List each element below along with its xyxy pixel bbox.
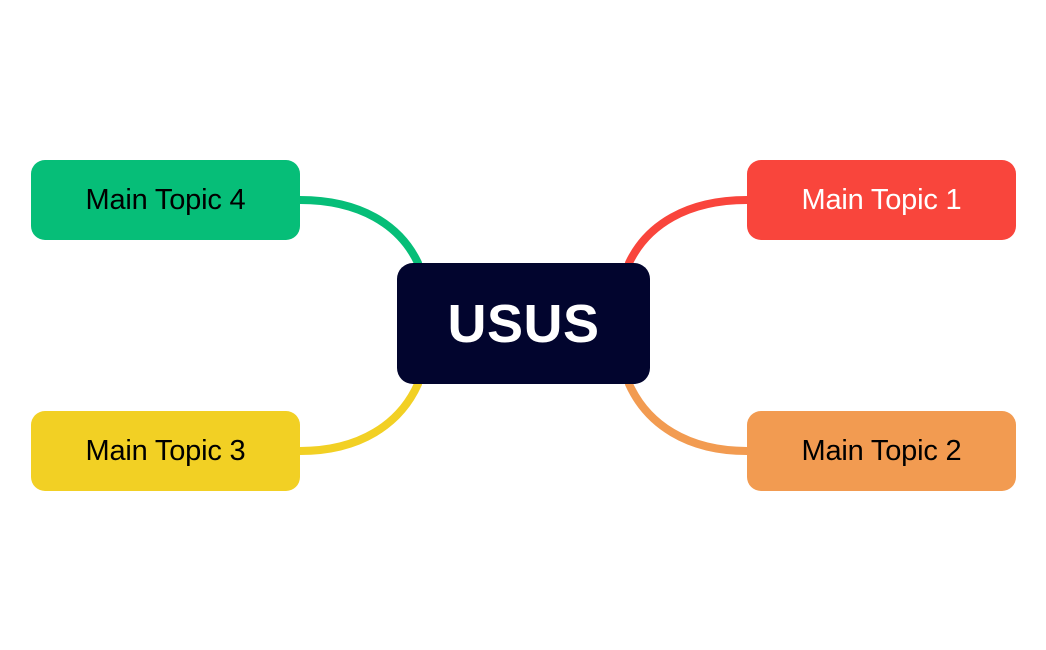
node-main-topic-1-label: Main Topic 1: [801, 183, 962, 216]
node-central-topic-label: USUS: [447, 293, 600, 354]
connector-topic-3: [296, 380, 422, 455]
connector-topic-4: [296, 196, 422, 267]
node-main-topic-2[interactable]: Main Topic 2: [747, 411, 1016, 491]
node-main-topic-4-label: Main Topic 4: [85, 183, 246, 216]
node-main-topic-4[interactable]: Main Topic 4: [31, 160, 300, 240]
connector-topic-1: [625, 196, 751, 267]
node-main-topic-3-label: Main Topic 3: [85, 434, 246, 467]
node-main-topic-1[interactable]: Main Topic 1: [747, 160, 1016, 240]
node-main-topic-2-label: Main Topic 2: [801, 434, 962, 467]
node-central-topic[interactable]: USUS: [397, 263, 650, 384]
node-main-topic-3[interactable]: Main Topic 3: [31, 411, 300, 491]
connector-topic-2: [625, 380, 751, 455]
